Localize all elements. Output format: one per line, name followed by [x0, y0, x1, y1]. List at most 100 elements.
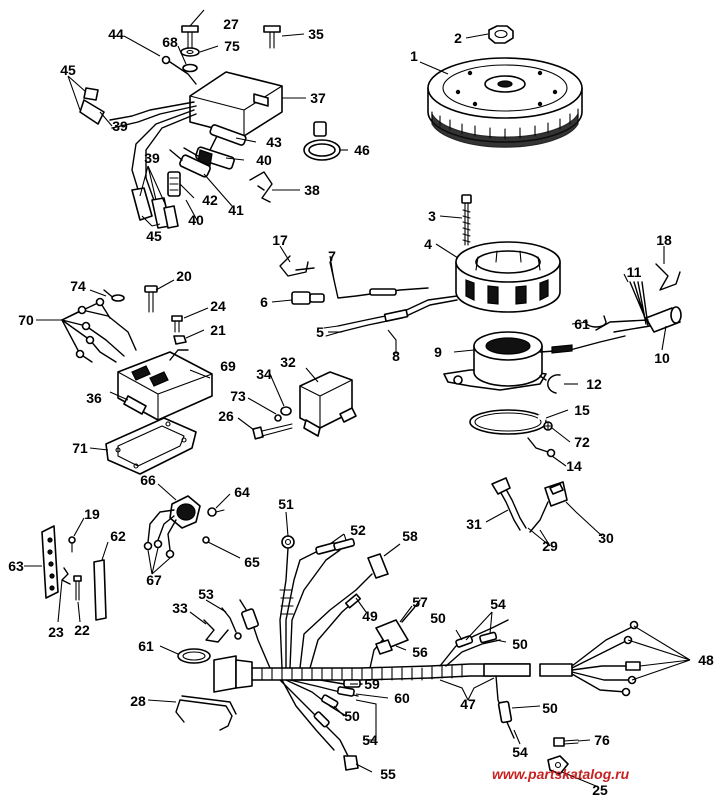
callout-67: 67 — [146, 572, 162, 588]
callout-50a: 50 — [430, 610, 446, 626]
callout-45b: 45 — [146, 228, 162, 244]
callout-39a: 39 — [112, 118, 128, 134]
callout-4: 4 — [424, 236, 432, 252]
screw-19 — [68, 536, 76, 553]
connector-6 — [291, 291, 325, 305]
screw-64 — [207, 507, 225, 517]
clamp-61 — [585, 315, 607, 328]
callout-15: 15 — [574, 402, 590, 418]
callout-68: 68 — [162, 34, 178, 50]
callout-35: 35 — [308, 26, 324, 42]
callout-26: 26 — [218, 408, 234, 424]
callout-23: 23 — [48, 624, 64, 640]
harness-plug-43 — [209, 124, 247, 151]
main-wiring-harness — [213, 620, 641, 697]
callout-62: 62 — [110, 528, 126, 544]
callout-57: 57 — [412, 594, 428, 610]
callout-11: 11 — [626, 264, 642, 280]
callout-49: 49 — [362, 608, 378, 624]
callout-40b: 40 — [188, 212, 204, 228]
callout-24: 24 — [210, 298, 226, 314]
callout-70: 70 — [18, 312, 34, 328]
callout-18: 18 — [656, 232, 672, 248]
switch-box — [117, 349, 213, 421]
trigger-coil — [443, 331, 626, 391]
connector-7 — [329, 261, 429, 299]
retaining-ring — [469, 409, 547, 435]
callout-61a: 61 — [574, 316, 590, 332]
bolt-26 — [252, 423, 293, 440]
spark-plug-lead-30 — [529, 481, 568, 533]
clip-38 — [249, 171, 273, 203]
harness-branch-bottom — [279, 679, 363, 771]
plug-42 — [167, 171, 181, 197]
callout-38: 38 — [304, 182, 320, 198]
harness-branch-50-54-right — [495, 675, 515, 739]
stator-lead — [323, 295, 458, 337]
callout-41: 41 — [228, 202, 244, 218]
callout-59: 59 — [364, 676, 380, 692]
callout-73: 73 — [230, 388, 246, 404]
washer-34 — [280, 406, 292, 416]
callout-45a: 45 — [60, 62, 76, 78]
screw-65 — [202, 536, 210, 544]
harness-branch-51-52 — [279, 535, 356, 669]
callout-48: 48 — [698, 652, 714, 668]
callout-2: 2 — [454, 30, 462, 46]
flywheel — [427, 57, 583, 148]
callout-61b: 61 — [138, 638, 154, 654]
callout-75: 75 — [224, 38, 240, 54]
clamp-12 — [539, 374, 561, 394]
callout-43: 43 — [266, 134, 282, 150]
clamp-25 — [547, 755, 569, 775]
flywheel-nut — [488, 25, 514, 44]
callout-64: 64 — [234, 484, 250, 500]
callout-14: 14 — [566, 458, 582, 474]
clip-33 — [203, 619, 229, 643]
callout-31: 31 — [466, 516, 482, 532]
terminal-strip — [41, 525, 59, 599]
callout-22: 22 — [74, 622, 90, 638]
callout-32: 32 — [280, 354, 296, 370]
callout-65: 65 — [244, 554, 260, 570]
callout-71: 71 — [72, 440, 88, 456]
callout-6: 6 — [260, 294, 268, 310]
terminal-74 — [103, 289, 125, 302]
callout-76: 76 — [594, 732, 610, 748]
callout-55: 55 — [380, 766, 396, 782]
callout-36: 36 — [86, 390, 102, 406]
harness-branch-49 — [309, 593, 362, 669]
callout-12: 12 — [586, 376, 602, 392]
callout-50b: 50 — [512, 636, 528, 652]
callout-34: 34 — [256, 366, 272, 382]
callout-50d: 50 — [542, 700, 558, 716]
screw-22 — [73, 575, 82, 601]
screw-24 — [171, 315, 183, 333]
callout-60: 60 — [394, 690, 410, 706]
callout-1: 1 — [410, 48, 418, 64]
clamp-61b — [177, 648, 211, 664]
callout-54c: 54 — [512, 744, 528, 760]
washer-21 — [173, 335, 187, 345]
callout-63: 63 — [8, 558, 24, 574]
callout-20: 20 — [176, 268, 192, 284]
callout-47: 47 — [460, 696, 476, 712]
callout-50c: 50 — [344, 708, 360, 724]
screw-72 — [543, 421, 553, 431]
wire-terminals-70 — [61, 297, 137, 363]
callout-74: 74 — [70, 278, 86, 294]
power-pack-leads — [79, 87, 197, 229]
harness-branch-58 — [299, 553, 389, 669]
leader-lines — [24, 9, 691, 787]
callout-51: 51 — [278, 496, 294, 512]
washer-75 — [180, 47, 200, 57]
callout-30: 30 — [598, 530, 614, 546]
sleeve-62 — [93, 559, 107, 621]
ground-terminal-14 — [527, 437, 556, 458]
callout-29: 29 — [542, 538, 558, 554]
screw-35 — [263, 25, 281, 49]
callout-46: 46 — [354, 142, 370, 158]
callout-9: 9 — [434, 344, 442, 360]
harness-branch-53 — [239, 599, 271, 669]
